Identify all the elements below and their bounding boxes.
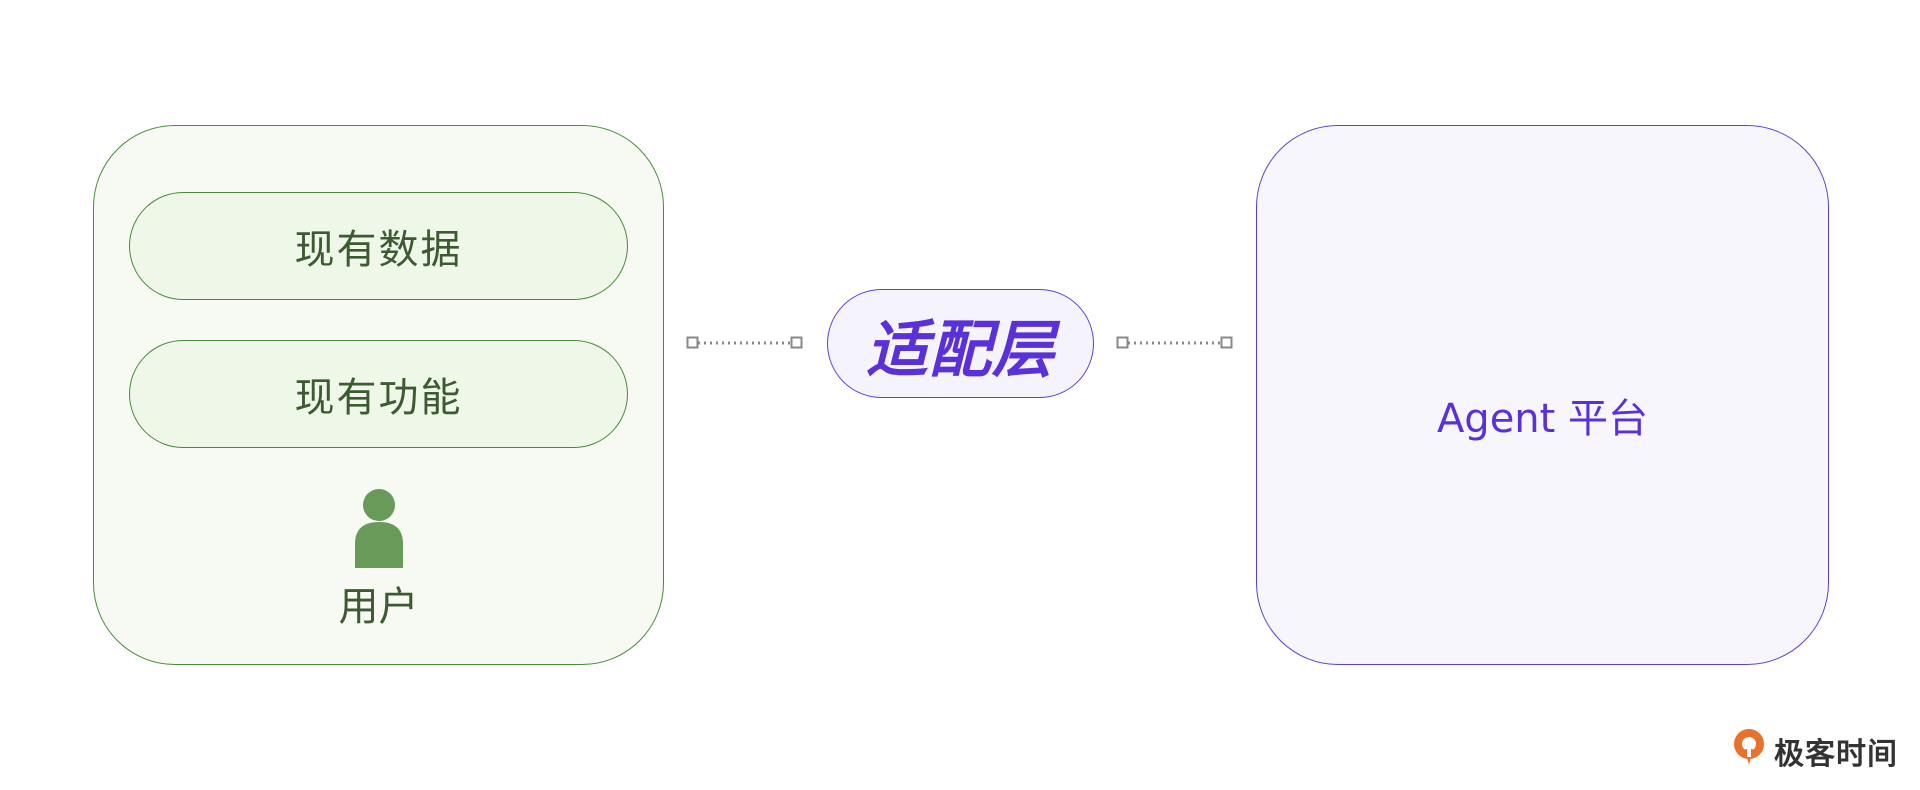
adapter-layer-node: 适配层 bbox=[827, 289, 1094, 398]
existing-data-label: 现有数据 bbox=[294, 227, 463, 273]
brand-name: 极客时间 bbox=[1774, 737, 1898, 772]
agent-platform-label: Agent 平台 bbox=[1436, 396, 1649, 442]
brand-watermark: 极客时间 bbox=[1730, 725, 1902, 772]
user-icon bbox=[355, 489, 403, 568]
user-label: 用户 bbox=[338, 584, 419, 630]
existing-system-group: 现有数据 现有功能 用户 bbox=[93, 125, 664, 665]
adapter-layer-label: 适配层 bbox=[865, 312, 1055, 386]
brand-logo-icon bbox=[1734, 729, 1764, 765]
agent-platform-node: Agent 平台 bbox=[1256, 125, 1829, 665]
left-connector bbox=[686, 336, 803, 349]
existing-features-label: 现有功能 bbox=[294, 375, 463, 421]
right-connector bbox=[1116, 336, 1233, 349]
existing-data-node: 现有数据 bbox=[129, 192, 628, 300]
existing-features-node: 现有功能 bbox=[129, 340, 628, 448]
